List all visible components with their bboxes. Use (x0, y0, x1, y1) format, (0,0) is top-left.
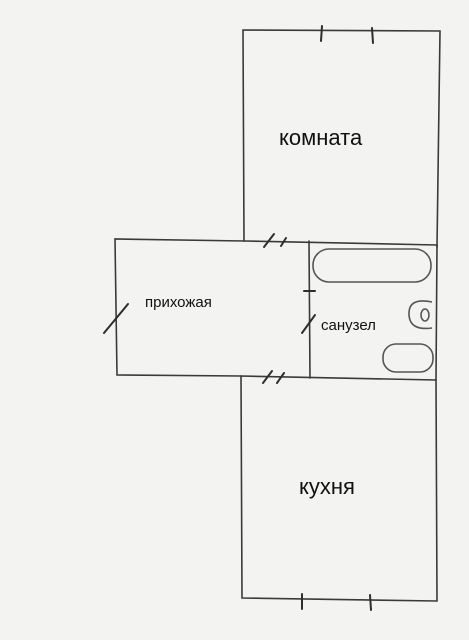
room-label: комната (279, 125, 363, 150)
kitchen-wall-outline (240, 375, 438, 602)
hall-bath-partition (308, 240, 311, 379)
room-wall-outline (242, 29, 441, 248)
bath-right-wall (435, 244, 438, 381)
door-mark (263, 233, 275, 248)
door-mark (301, 314, 316, 334)
door-mark (103, 303, 129, 334)
toilet-bowl (420, 308, 430, 322)
door-mark (276, 372, 285, 384)
hallway-label: прихожая (145, 294, 212, 311)
window-mark (371, 27, 374, 44)
window-mark (369, 594, 372, 611)
toilet-icon (408, 300, 433, 330)
bath-top-wall (243, 240, 438, 246)
bathroom-label: санузел (321, 317, 376, 334)
bathtub-icon (312, 248, 432, 283)
sink-icon (382, 343, 434, 373)
window-mark (320, 25, 323, 42)
door-mark (280, 237, 287, 247)
door-mark (262, 370, 273, 384)
hallway-wall-outline (114, 238, 245, 377)
kitchen-label: кухня (299, 474, 355, 499)
